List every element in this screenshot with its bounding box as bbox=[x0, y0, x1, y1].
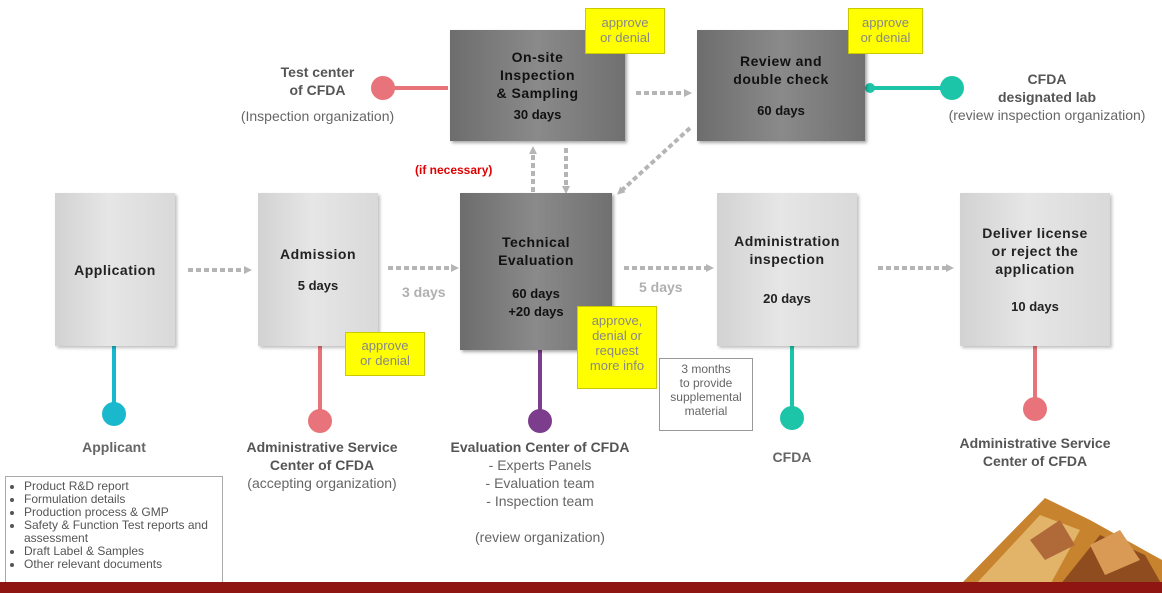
review-title-1: Review and bbox=[739, 52, 823, 69]
review-approve-note: approve or denial bbox=[848, 8, 923, 54]
technical-approve-note: approve, denial or request more info bbox=[577, 306, 657, 389]
onsite-approve-note: approve or denial bbox=[585, 8, 665, 54]
evaluation-center-sub: (review organization) bbox=[475, 529, 605, 545]
administration-days: 20 days bbox=[763, 290, 811, 306]
arrow-review-to-technical bbox=[617, 126, 692, 195]
application-title: Application bbox=[74, 261, 156, 278]
test-center-label: Test center of CFDA (Inspection organiza… bbox=[225, 63, 410, 125]
designated-lab-line-2: designated lab bbox=[997, 89, 1097, 105]
food-photo-collage bbox=[960, 498, 1162, 585]
note-line: denial or bbox=[592, 328, 642, 343]
applicant-label: Applicant bbox=[54, 438, 174, 456]
note-line: approve bbox=[361, 338, 409, 353]
note-line: or denial bbox=[860, 30, 911, 45]
if-necessary-label: (if necessary) bbox=[415, 163, 493, 177]
deliver-days: 10 days bbox=[1011, 298, 1059, 314]
designated-lab-line-1: CFDA bbox=[1027, 71, 1067, 87]
note-line: request bbox=[595, 343, 639, 358]
technical-title-1: Technical bbox=[501, 233, 571, 250]
admin-service-2-line-2: Center of CFDA bbox=[982, 453, 1088, 469]
evaluation-center-pin bbox=[528, 337, 552, 433]
applicant-pin bbox=[102, 332, 126, 426]
evaluation-center-item: - Evaluation team bbox=[485, 475, 595, 491]
admin-service-pin-1 bbox=[308, 335, 332, 433]
document-item: Product R&D report bbox=[24, 480, 216, 493]
admin-service-1-sub: (accepting organization) bbox=[247, 475, 397, 491]
admission-box: Admission 5 days bbox=[258, 193, 378, 346]
evaluation-center-item: - Inspection team bbox=[486, 493, 594, 509]
supplemental-line: supplemental bbox=[670, 390, 742, 404]
deliver-title-2: or reject the bbox=[991, 242, 1079, 259]
note-line: approve, bbox=[591, 313, 643, 328]
admin-service-1-line-1: Administrative Service bbox=[246, 439, 398, 455]
document-item: Production process & GMP bbox=[24, 506, 216, 519]
three-days-label: 3 days bbox=[402, 284, 446, 300]
supplemental-line: to provide bbox=[679, 376, 733, 390]
admin-service-2-line-1: Administrative Service bbox=[959, 435, 1111, 451]
supplemental-note: 3 months to provide supplemental materia… bbox=[659, 358, 753, 431]
admission-title: Admission bbox=[279, 245, 357, 262]
five-days-label: 5 days bbox=[639, 279, 683, 295]
evaluation-center-label: Evaluation Center of CFDA - Experts Pane… bbox=[430, 438, 650, 546]
onsite-title-3: & Sampling bbox=[496, 84, 579, 101]
documents-ul: Product R&D reportFormulation detailsPro… bbox=[12, 480, 216, 571]
administration-title-1: Administration bbox=[734, 232, 840, 249]
bottom-bar bbox=[0, 582, 1162, 593]
onsite-title-2: Inspection bbox=[499, 66, 575, 83]
deliver-title-1: Deliver license bbox=[982, 224, 1088, 241]
document-item: Draft Label & Samples bbox=[24, 545, 216, 558]
admission-approve-note: approve or denial bbox=[345, 332, 425, 376]
admin-service-label-1: Administrative Service Center of CFDA (a… bbox=[222, 438, 422, 492]
note-line: or denial bbox=[600, 30, 650, 45]
technical-days-1: 60 days bbox=[512, 285, 560, 301]
test-center-line-1: Test center bbox=[280, 64, 355, 80]
admin-service-1-line-2: Center of CFDA bbox=[269, 457, 375, 473]
note-line: approve bbox=[862, 15, 909, 30]
supplemental-line: 3 months bbox=[681, 362, 731, 376]
cfda-label: CFDA bbox=[742, 448, 842, 466]
review-title-2: double check bbox=[733, 70, 829, 87]
administration-box: Administration inspection 20 days bbox=[717, 193, 857, 346]
administration-title-2: inspection bbox=[749, 250, 825, 267]
document-item: Other relevant documents bbox=[24, 558, 216, 571]
review-box: Review and double check 60 days bbox=[697, 30, 865, 141]
document-item: Safety & Function Test reports and asses… bbox=[24, 519, 216, 545]
technical-title-2: Evaluation bbox=[498, 251, 574, 268]
designated-lab-sub: (review inspection organization) bbox=[948, 107, 1146, 123]
deliver-title-3: application bbox=[995, 260, 1075, 277]
admin-service-label-2: Administrative Service Center of CFDA bbox=[935, 434, 1135, 470]
test-center-line-2: of CFDA bbox=[289, 82, 346, 98]
supplemental-line: material bbox=[684, 404, 728, 418]
technical-days-2: +20 days bbox=[508, 303, 564, 319]
designated-lab-label: CFDA designated lab (review inspection o… bbox=[932, 70, 1162, 124]
note-line: or denial bbox=[360, 353, 410, 368]
evaluation-center-line: Evaluation Center of CFDA bbox=[450, 439, 630, 455]
evaluation-center-item: - Experts Panels bbox=[488, 457, 592, 473]
review-days: 60 days bbox=[757, 102, 805, 118]
deliver-box: Deliver license or reject the applicatio… bbox=[960, 193, 1110, 346]
test-center-sub: (Inspection organization) bbox=[240, 108, 395, 124]
cfda-pin bbox=[780, 337, 804, 430]
admission-days: 5 days bbox=[297, 277, 339, 293]
applicant-line: Applicant bbox=[82, 439, 146, 455]
document-item: Formulation details bbox=[24, 493, 216, 506]
application-box: Application bbox=[55, 193, 175, 346]
note-line: more info bbox=[589, 358, 645, 373]
documents-list: Product R&D reportFormulation detailsPro… bbox=[5, 476, 223, 593]
test-center-pin bbox=[371, 76, 448, 100]
cfda-line: CFDA bbox=[772, 449, 812, 465]
designated-lab-pin bbox=[865, 76, 964, 100]
onsite-title-1: On-site bbox=[511, 48, 564, 65]
note-line: approve bbox=[601, 15, 649, 30]
onsite-days: 30 days bbox=[513, 106, 562, 122]
